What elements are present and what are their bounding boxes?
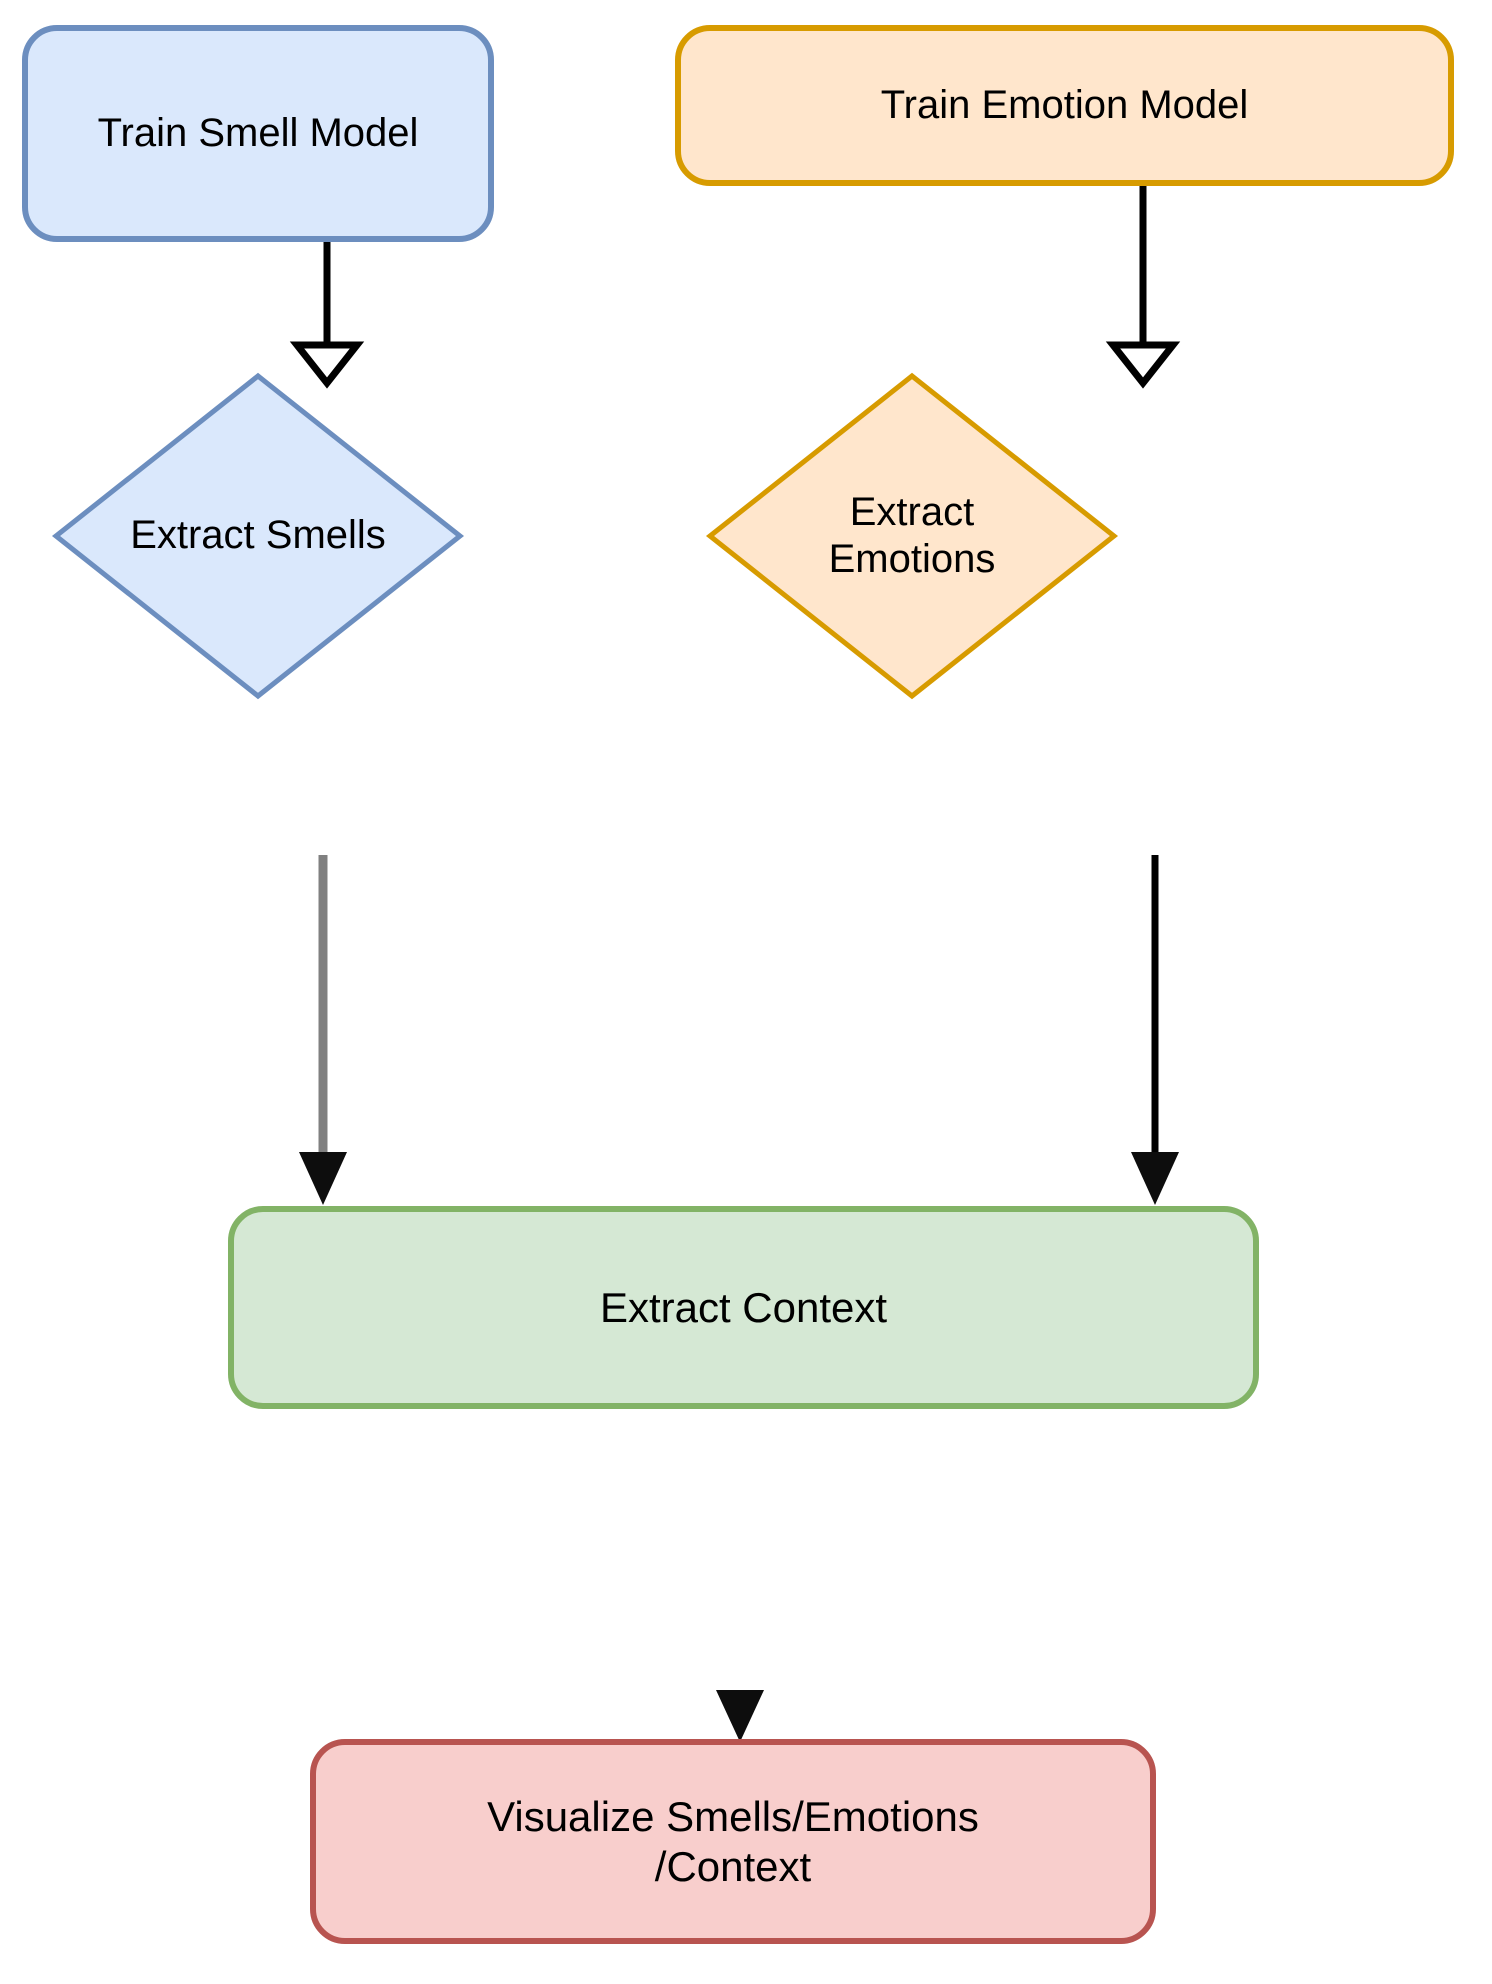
node-train-smell-model[interactable] <box>22 25 494 242</box>
node-extract-smells[interactable] <box>51 372 465 700</box>
node-extract-emotions[interactable] <box>705 372 1119 700</box>
node-extract-context[interactable] <box>228 1206 1259 1409</box>
edge-extract-smells-to-context <box>299 855 347 1205</box>
node-visualize[interactable] <box>310 1739 1156 1944</box>
node-train-emotion-model[interactable] <box>675 25 1454 186</box>
edge-context-to-visualize <box>716 1405 764 1742</box>
edge-smell-model-to-extract-smells <box>289 238 365 389</box>
edge-emotion-model-to-extract-emotions <box>1105 182 1181 389</box>
edge-extract-emotions-to-context <box>1131 855 1179 1205</box>
